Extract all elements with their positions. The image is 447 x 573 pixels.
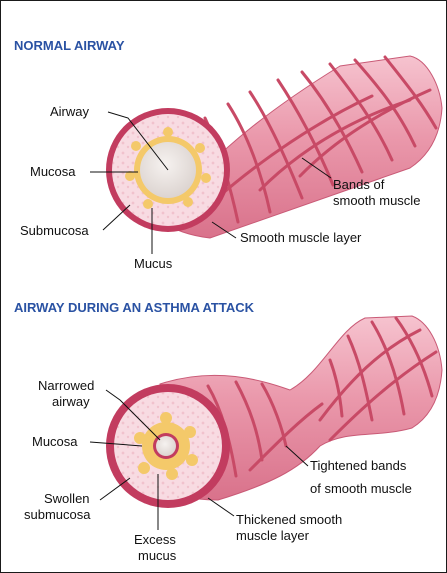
label-bands-2: smooth muscle: [333, 193, 420, 208]
label-submucosa: Submucosa: [20, 223, 89, 238]
label-swollen-1: Swollen: [44, 491, 90, 506]
label-asthma-mucosa: Mucosa: [32, 434, 78, 449]
label-excess-2: mucus: [138, 548, 177, 563]
label-swollen-2: submucosa: [24, 507, 91, 522]
label-tightened-2: of smooth muscle: [310, 481, 412, 496]
label-narrowed-1: Narrowed: [38, 378, 94, 393]
label-excess-1: Excess: [134, 532, 176, 547]
label-smooth-muscle-layer: Smooth muscle layer: [240, 230, 362, 245]
label-thickened-1: Thickened smooth: [236, 512, 342, 527]
label-mucus: Mucus: [134, 256, 173, 271]
asthma-airway-tube: [106, 316, 442, 508]
label-airway: Airway: [50, 104, 90, 119]
label-tightened-1: Tightened bands: [310, 458, 407, 473]
normal-airway-title: NORMAL AIRWAY: [14, 38, 125, 53]
asthma-airway-title: AIRWAY DURING AN ASTHMA ATTACK: [14, 300, 255, 315]
label-bands-1: Bands of: [333, 177, 385, 192]
label-mucosa: Mucosa: [30, 164, 76, 179]
label-thickened-2: muscle layer: [236, 528, 310, 543]
normal-airway-tube: [106, 56, 442, 238]
label-narrowed-2: airway: [52, 394, 90, 409]
